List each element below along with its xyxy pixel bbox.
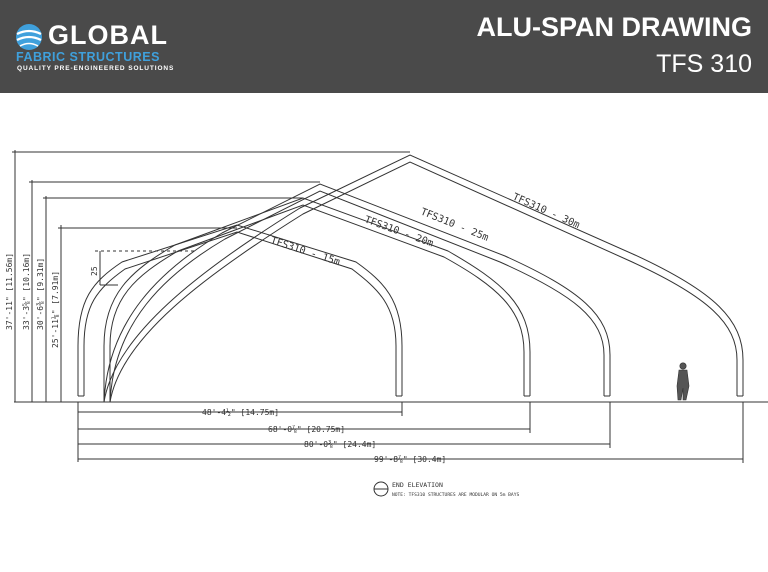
- label-tfs310-30m: TFS310 - 30m: [511, 192, 581, 231]
- logo-tagline: QUALITY PRE-ENGINEERED SOLUTIONS: [17, 65, 175, 72]
- legend-title: END ELEVATION: [392, 481, 443, 489]
- height-label-20m: 30'-6⅜" [9.31m]: [36, 258, 45, 330]
- arch-25m: [103, 183, 611, 403]
- pitch-label: 25: [90, 266, 99, 276]
- end-elevation-drawing: TFS310 - 15m TFS310 - 20m TFS310 - 25m T…: [5, 150, 768, 498]
- logo-subtitle: FABRIC STRUCTURES: [16, 50, 160, 64]
- width-label-20m: 68'-0⅞" [20.75m]: [268, 425, 345, 434]
- height-label-25m: 33'-3⅝" [10.16m]: [22, 253, 31, 330]
- height-label-15m: 25'-11⅛" [7.91m]: [51, 271, 60, 348]
- company-logo[interactable]: GLOBAL FABRIC STRUCTURES QUALITY PRE-ENG…: [14, 18, 204, 76]
- width-label-15m: 48'-4½" [14.75m]: [202, 407, 279, 417]
- width-label-25m: 80'-0⅜" [24.4m]: [304, 440, 376, 449]
- width-label-30m: 99'-8⅞" [30.4m]: [374, 455, 446, 464]
- page-subtitle: TFS 310: [656, 50, 752, 78]
- logo-name: GLOBAL: [48, 20, 168, 50]
- arch-30m: [103, 154, 744, 403]
- header-bar: GLOBAL FABRIC STRUCTURES QUALITY PRE-ENG…: [0, 0, 768, 93]
- legend-note: NOTE: TFS310 STRUCTURES ARE MODULAR ON 5…: [392, 492, 519, 498]
- globe-icon: [16, 24, 42, 50]
- person-scale-figure: [676, 362, 690, 401]
- page-title: ALU-SPAN DRAWING: [476, 12, 752, 42]
- arch-20m: [103, 197, 531, 402]
- height-label-30m: 37'-11" [11.56m]: [5, 253, 14, 330]
- label-tfs310-15m: TFS310 - 15m: [269, 235, 341, 268]
